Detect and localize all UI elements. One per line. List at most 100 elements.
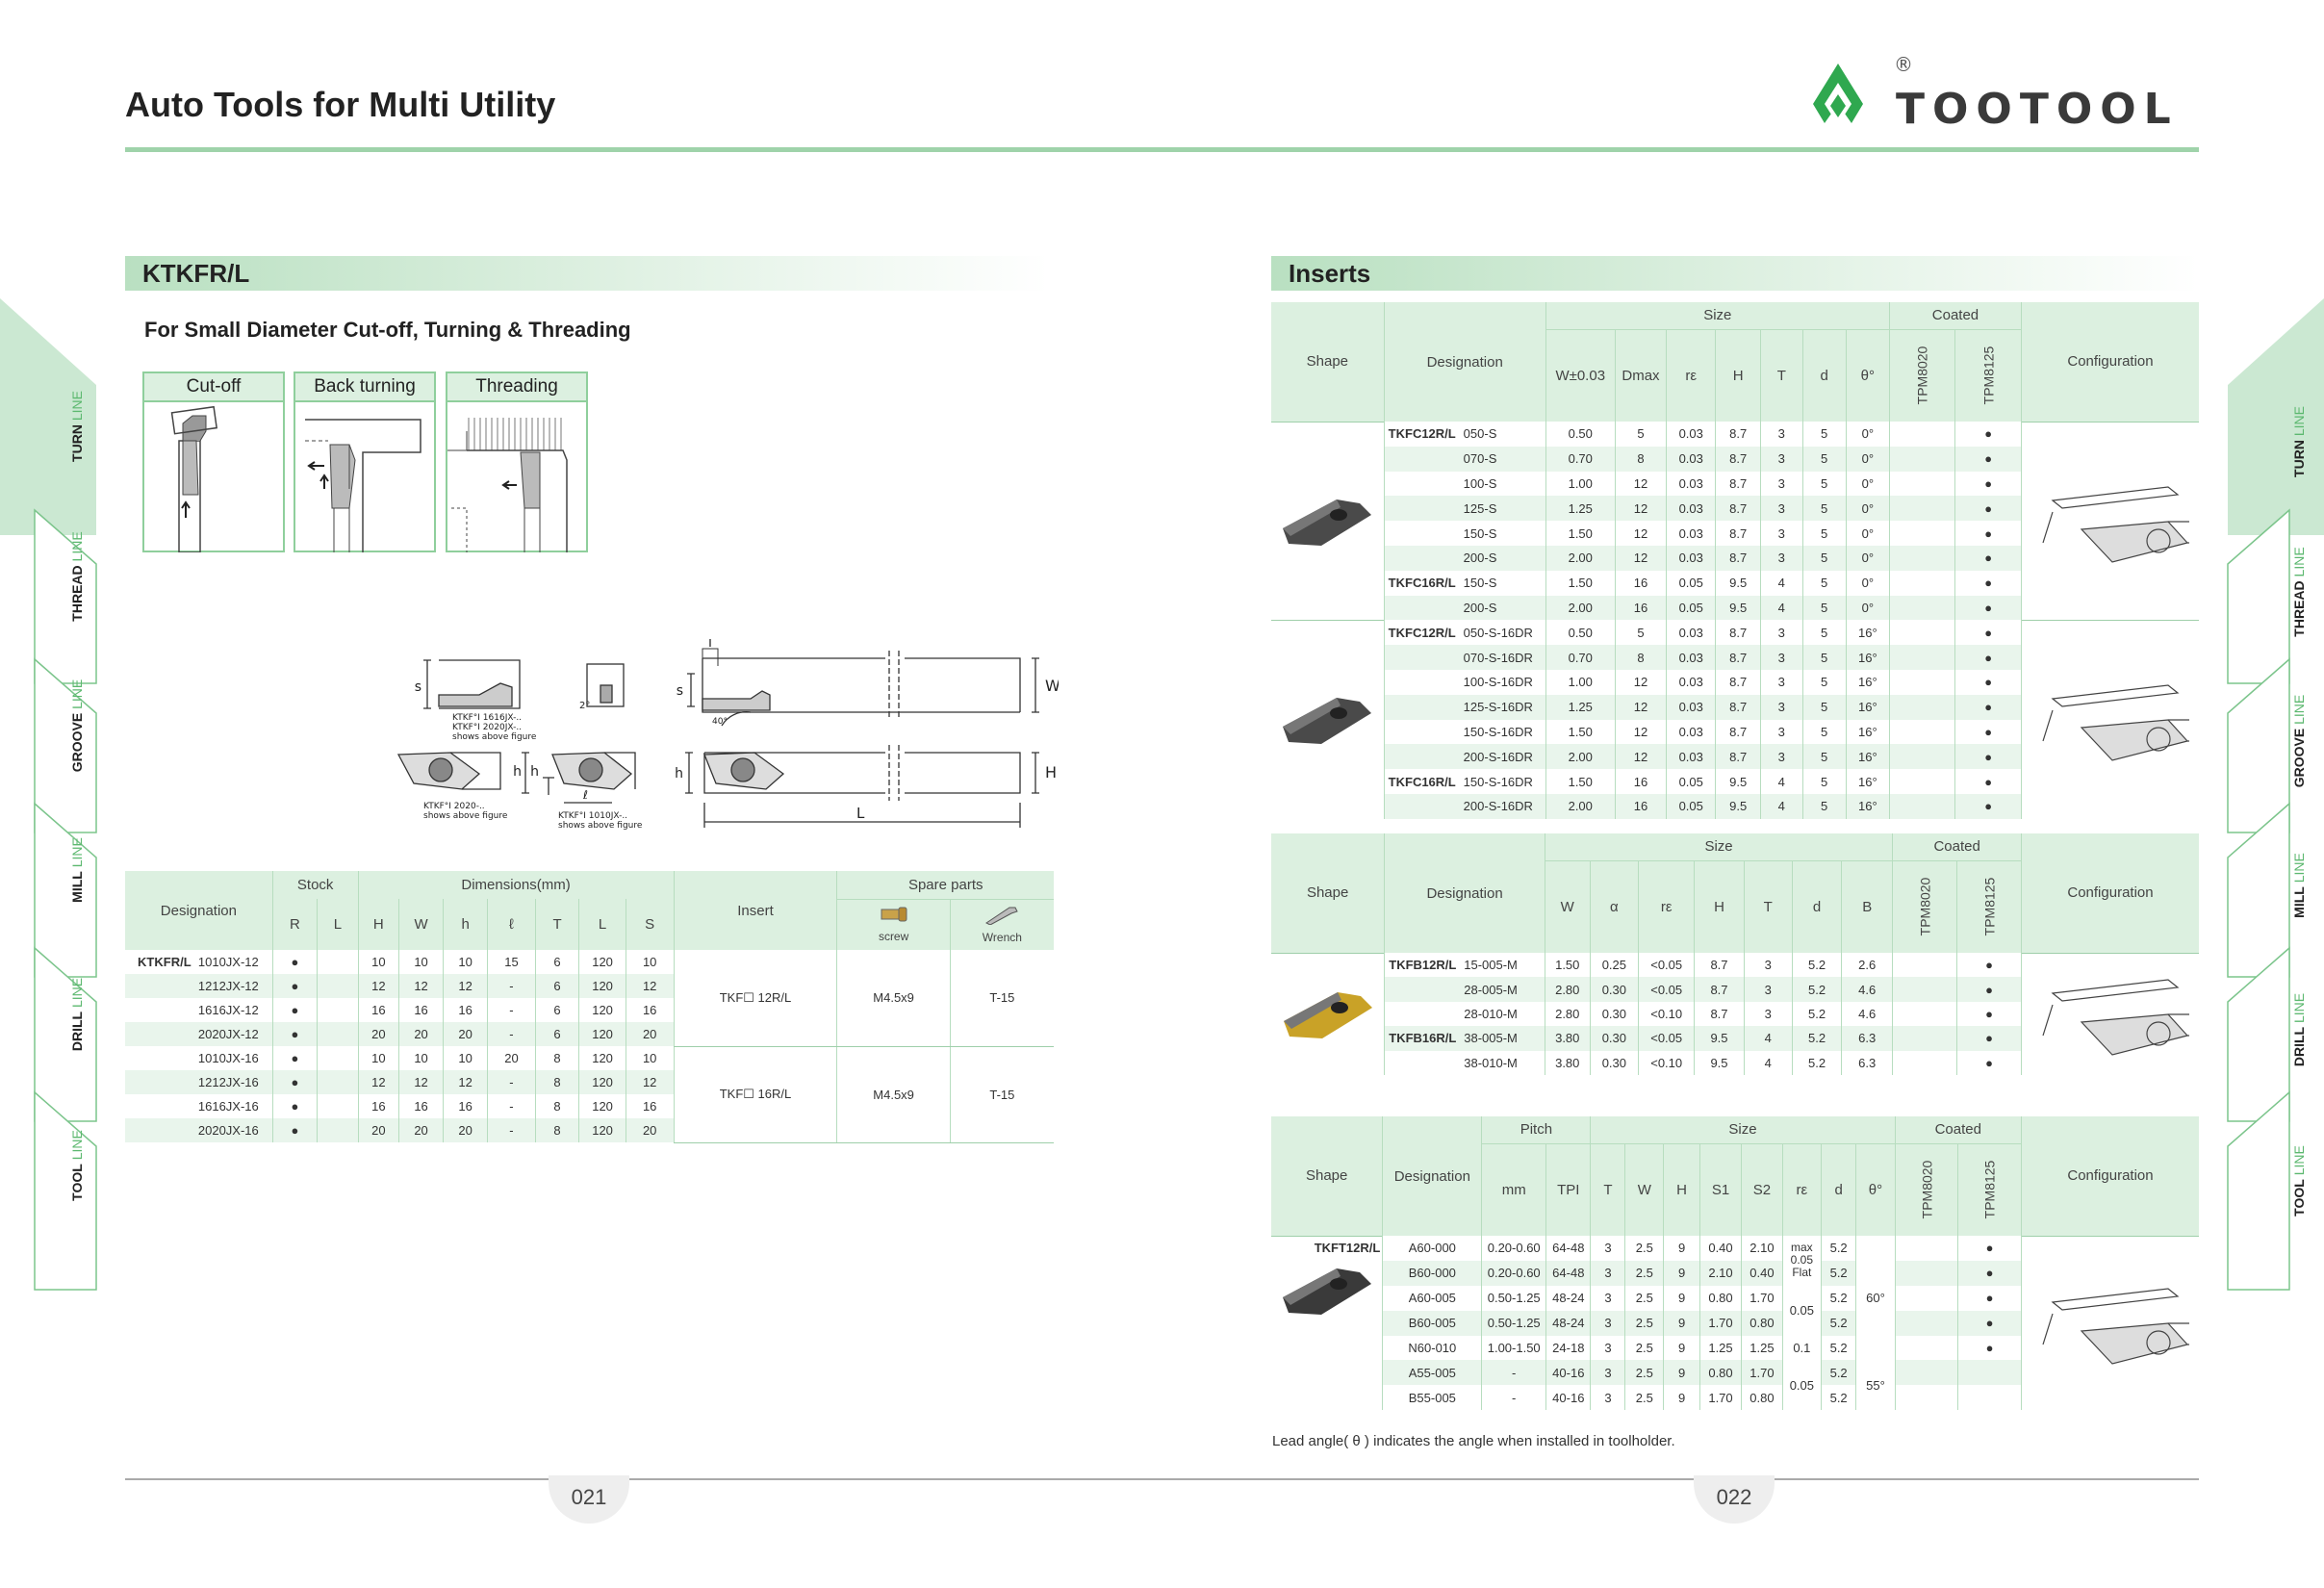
cell-h: 16 [443, 1094, 488, 1118]
cell-T: 8 [534, 1118, 579, 1142]
cell-R: ● [271, 998, 318, 1022]
cell-L [317, 974, 359, 998]
side-tab-drill[interactable]: DRILL LINE [69, 977, 85, 1052]
operation-label: Threading [447, 373, 586, 402]
designation-cell: 28-005-M [1384, 977, 1545, 1002]
cell-h: 12 [443, 1070, 488, 1094]
designation-cell: 100-S-16DR [1383, 669, 1546, 695]
screw-icon [881, 907, 907, 922]
cell-T: 6 [534, 974, 579, 998]
cell-L [317, 950, 359, 974]
designation-cell: A60-005 [1382, 1285, 1482, 1311]
side-tab-turn[interactable]: TURN LINE [69, 391, 85, 462]
side-tab-thread-right[interactable]: THREAD LINE [2291, 547, 2307, 637]
svg-text:h: h [530, 764, 539, 780]
cell-W: 20 [398, 1118, 444, 1142]
insert-photo-icon [1283, 992, 1372, 1039]
side-tab-thread[interactable]: THREAD LINE [69, 531, 85, 622]
side-tab-mill-right[interactable]: MILL LINE [2291, 853, 2307, 918]
wrench-icon-cell: Wrench [949, 899, 1054, 950]
svg-text:H: H [1045, 763, 1057, 781]
side-tab-tool[interactable]: TOOL LINE [69, 1130, 85, 1201]
section-inserts: Inserts [1271, 256, 2199, 291]
designation-cell: 200-S-16DR [1383, 744, 1546, 770]
svg-text:KTKF°Ⅰ 1010JX-..: KTKF°Ⅰ 1010JX-.. [558, 811, 627, 821]
side-tab-tool-right[interactable]: TOOL LINE [2291, 1145, 2307, 1217]
side-tab-groove-right[interactable]: GROOVE LINE [2291, 694, 2307, 788]
brand-wordmark: TOOTOOL [1896, 85, 2179, 134]
designation-cell: B55-005 [1382, 1385, 1482, 1411]
cell-H: 16 [357, 1094, 399, 1118]
operation-cutoff: Cut-off [142, 371, 285, 553]
insert-cell: TKF☐ 12R/L [673, 950, 837, 1047]
side-tab-mill[interactable]: MILL LINE [69, 837, 85, 903]
svg-text:shows above figure: shows above figure [452, 732, 537, 742]
configuration-cell [2021, 1235, 2199, 1411]
designation-cell: 150-S-16DR [1383, 719, 1546, 745]
cell-h: 10 [443, 950, 488, 974]
cell-R: ● [271, 1070, 318, 1094]
side-tabs-right: TURN LINE THREAD LINE GROOVE LINE MILL L… [2218, 298, 2324, 1299]
brand-logo: TOOTOOL ® [1809, 53, 2199, 142]
cell-l: - [487, 998, 536, 1022]
svg-text:shows above figure: shows above figure [558, 821, 643, 831]
cell-l: 15 [487, 950, 536, 974]
cell-l: - [487, 974, 536, 998]
designation-cell: 28-010-M [1384, 1001, 1545, 1027]
insert-photo [1271, 952, 1385, 1075]
cell-S: 20 [625, 1118, 674, 1142]
designation-cell: 200-S [1383, 595, 1546, 621]
cell-l: - [487, 1022, 536, 1046]
svg-text:s: s [677, 683, 683, 699]
side-tab-turn-right[interactable]: TURN LINE [2291, 406, 2307, 477]
insert-configuration-drawing [2042, 1288, 2189, 1366]
cell-S: 12 [625, 974, 674, 998]
cell-S: 20 [625, 1022, 674, 1046]
designation-cell: 200-S-16DR [1383, 793, 1546, 819]
col-spare-parts: Spare parts [836, 871, 1054, 900]
designation-cell: 1616JX-16 [197, 1099, 259, 1114]
designation-cell: 38-010-M [1384, 1050, 1545, 1075]
side-tab-drill-right[interactable]: DRILL LINE [2291, 992, 2307, 1067]
insert-configuration-drawing [2042, 486, 2189, 563]
cell-H: 10 [357, 1046, 399, 1070]
side-tab-groove[interactable]: GROOVE LINE [69, 679, 85, 773]
insert-configuration-drawing [2042, 684, 2189, 761]
cell-W: 10 [398, 1046, 444, 1070]
cell-h: 12 [443, 974, 488, 998]
cell-W: 16 [398, 998, 444, 1022]
configuration-cell [2021, 619, 2199, 819]
svg-text:2°: 2° [579, 701, 590, 711]
cell-R: ● [271, 1118, 318, 1142]
cell-L [317, 1094, 359, 1118]
designation-cell: 2020JX-16 [125, 1118, 273, 1142]
svg-text:KTKF°Ⅰ 2020JX-..: KTKF°Ⅰ 2020JX-.. [452, 723, 522, 732]
cell-L [317, 1118, 359, 1142]
cell-R: ● [271, 950, 318, 974]
configuration-cell [2021, 421, 2199, 621]
svg-text:L: L [856, 805, 865, 822]
designation-cell: 125-S-16DR [1383, 694, 1546, 720]
designation-cell: 1616JX-12 [197, 1003, 259, 1017]
cell-l: 20 [487, 1046, 536, 1070]
cell-R: ● [271, 1022, 318, 1046]
svg-text:KTKF°Ⅰ 1616JX-..: KTKF°Ⅰ 1616JX-.. [452, 713, 522, 723]
cell-L [317, 998, 359, 1022]
cell-T: 8 [534, 1070, 579, 1094]
